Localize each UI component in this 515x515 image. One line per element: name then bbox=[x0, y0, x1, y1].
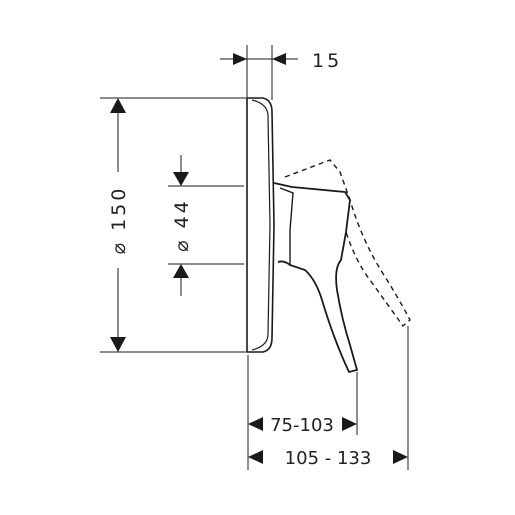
mixer-handle bbox=[273, 182, 359, 374]
handle-neck bbox=[279, 187, 294, 265]
bottom-dimension-short: 75-103 bbox=[247, 355, 358, 470]
arrowhead bbox=[272, 53, 286, 65]
left-dimension-44: ⌀ 44 bbox=[168, 155, 244, 296]
bottom-dimension-long: 105 - 133 bbox=[248, 326, 409, 470]
dim-plate-diameter: ⌀ 150 bbox=[108, 186, 130, 255]
dim-handle-projection-open: 105 - 133 bbox=[285, 448, 372, 469]
wall-plate bbox=[246, 97, 275, 353]
handle-open-outline bbox=[284, 159, 411, 328]
arrowhead bbox=[173, 172, 189, 186]
top-dimension: 15 bbox=[220, 45, 342, 100]
plate-inner-edge bbox=[251, 99, 271, 351]
arrowhead bbox=[393, 450, 408, 464]
dim-wall-plate-depth: 15 bbox=[312, 50, 342, 72]
handle-body bbox=[273, 182, 359, 374]
arrowhead bbox=[342, 417, 357, 431]
left-dimension-150: ⌀ 150 bbox=[100, 97, 246, 353]
mixer-handle-open bbox=[284, 159, 411, 328]
arrowhead bbox=[110, 98, 126, 113]
arrowhead bbox=[110, 337, 126, 352]
arrowhead bbox=[248, 417, 263, 431]
dim-body-diameter: ⌀ 44 bbox=[171, 198, 193, 252]
dim-handle-projection: 75-103 bbox=[270, 415, 334, 436]
plate-outline bbox=[246, 97, 275, 353]
arrowhead bbox=[233, 53, 247, 65]
arrowhead bbox=[248, 450, 263, 464]
arrowhead bbox=[173, 264, 189, 278]
